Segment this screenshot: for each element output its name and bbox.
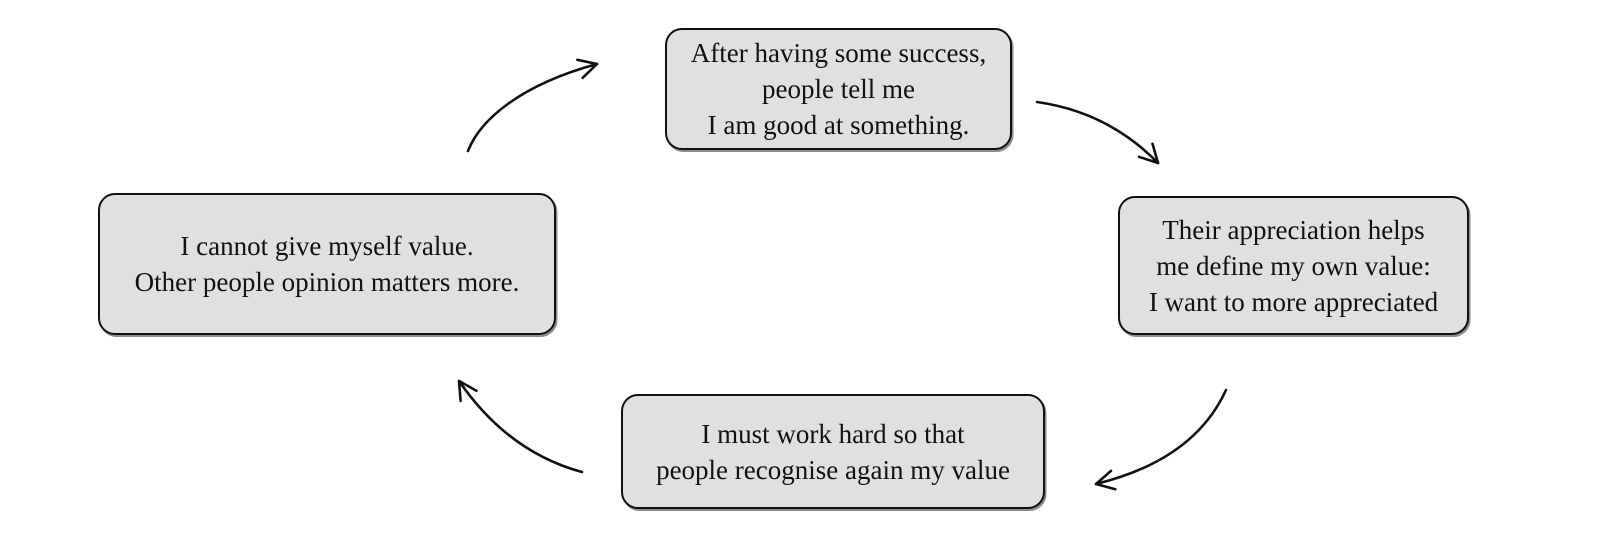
arrow-bottom-to-left-shaft: [457, 379, 584, 474]
node-text-line: I must work hard so that: [701, 418, 965, 449]
node-text-line: me define my own value:: [1156, 250, 1431, 281]
arrow-right-to-bottom-shaft: [1094, 388, 1228, 486]
arrow-top-to-right-shaft: [1035, 100, 1160, 165]
node-text-line: I cannot give myself value.: [180, 231, 474, 261]
node-cannot-self-value: I cannot give myself value. Other people…: [98, 193, 556, 335]
node-appreciation-defines-value: Their appreciation helps me define my ow…: [1118, 196, 1469, 335]
arrow-bottom-to-left: [457, 379, 584, 474]
arrow-left-to-top-shaft: [466, 62, 599, 153]
node-text-line: Their appreciation helps: [1162, 214, 1425, 245]
node-text-line: After having some success,: [690, 38, 987, 68]
arrow-right-to-bottom: [1094, 388, 1228, 491]
node-text-line: Other people opinion matters more.: [134, 267, 520, 297]
arrow-right-to-bottom-head-icon: [1094, 469, 1117, 491]
arrow-top-to-right: [1035, 100, 1160, 165]
arrow-left-to-top: [466, 58, 599, 153]
arrow-left-to-top-head-icon: [576, 58, 599, 80]
node-success-feedback: After having some success, people tell m…: [665, 28, 1012, 150]
node-text-line: people tell me: [762, 74, 915, 104]
node-text-line: I want to more appreciated: [1148, 286, 1439, 317]
arrow-bottom-to-left-head-icon: [457, 379, 478, 403]
node-work-hard-for-recognition: I must work hard so that people recognis…: [621, 394, 1045, 509]
node-text-line: I am good at something.: [707, 110, 970, 140]
node-text-line: people recognise again my value: [656, 454, 1010, 485]
arrow-top-to-right-head-icon: [1137, 142, 1160, 165]
